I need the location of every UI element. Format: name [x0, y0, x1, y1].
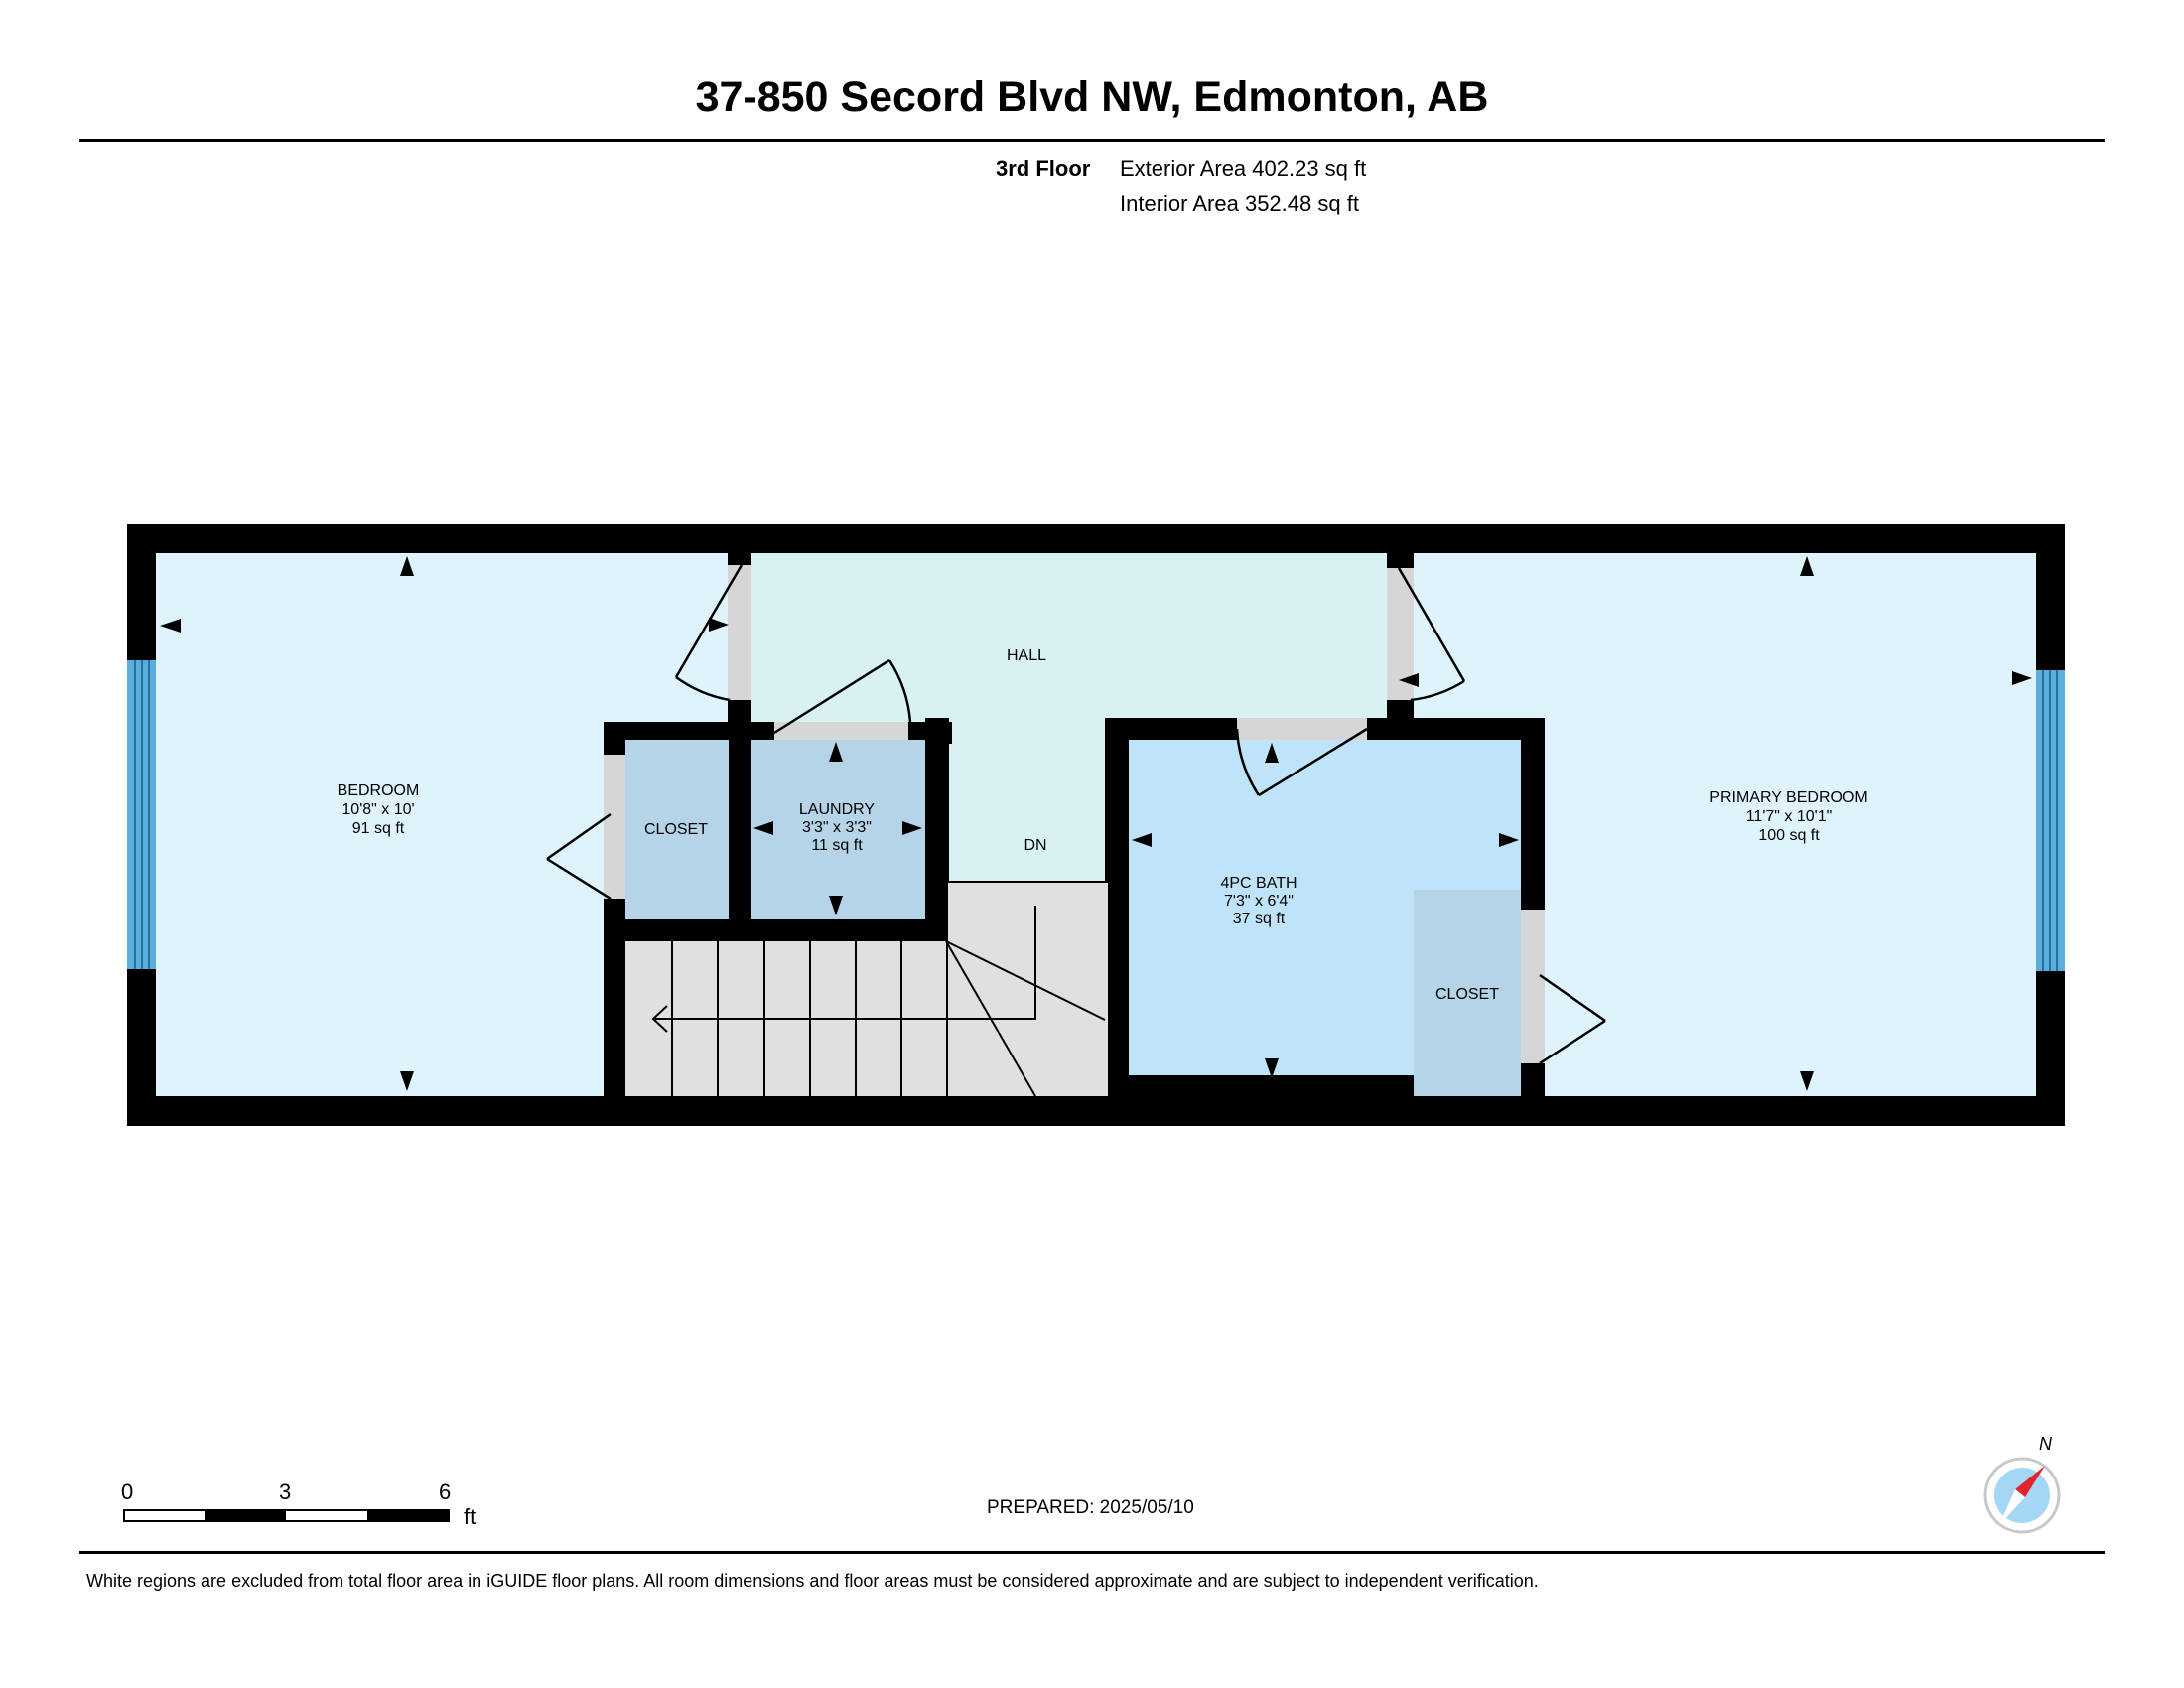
plan-title: 37-850 Secord Blvd NW, Edmonton, AB — [695, 73, 1489, 121]
closet-left-area — [625, 740, 729, 919]
laundry-name: LAUNDRY — [799, 801, 876, 818]
scale-bar — [123, 1509, 450, 1522]
wall-bath-bottom — [1105, 1074, 1393, 1125]
bedroom-area-upper — [607, 553, 735, 723]
bath-area: 37 sq ft — [1233, 911, 1286, 927]
wall-stair-top — [604, 919, 949, 941]
closet-right-name: CLOSET — [1435, 986, 1499, 1003]
primary-bedroom-dims: 11'7" x 10'1" — [1746, 808, 1833, 825]
door-opening-laundry — [774, 722, 908, 740]
wall-bath-right — [1521, 718, 1545, 887]
dimension-arrows — [160, 556, 2032, 1091]
bedroom-name: BEDROOM — [338, 782, 420, 799]
door-opening-closet-left — [604, 755, 625, 899]
wall-bath-left — [1105, 718, 1129, 1125]
door-opening-closet-right — [1521, 910, 1545, 1063]
footer-rule — [79, 1551, 2105, 1554]
stairs-down-label: DN — [1024, 837, 1046, 854]
laundry-dims: 3'3" x 3'3" — [802, 819, 872, 836]
scale-tick-0: 0 — [121, 1479, 134, 1504]
prepared-date: PREPARED: 2025/05/10 — [987, 1497, 1194, 1518]
laundry-area: 11 sq ft — [811, 837, 863, 854]
hall-name: HALL — [1007, 647, 1046, 664]
scale-tick-6: 6 — [439, 1479, 452, 1504]
hall-area-lower — [948, 723, 1108, 882]
door-opening-bath — [1237, 718, 1367, 740]
footer-disclaimer: White regions are excluded from total fl… — [86, 1571, 1539, 1591]
door-opening-bedroom-hall — [728, 565, 751, 700]
stair-arrow-icon — [651, 906, 1036, 1033]
bedroom-area — [156, 553, 607, 1096]
wall-closet-laundry-mid — [728, 722, 750, 923]
primary-bedroom-area: 100 sq ft — [1758, 827, 1820, 844]
laundry-area — [751, 740, 925, 919]
scale-tick-3: 3 — [279, 1479, 292, 1504]
compass-icon — [1983, 1457, 2061, 1534]
compass-north-label: N — [2039, 1434, 2052, 1454]
primary-bedroom-name: PRIMARY BEDROOM — [1709, 789, 1867, 806]
door-swings — [546, 564, 1606, 1065]
bath-name: 4PC BATH — [1220, 875, 1297, 892]
closet-right-area — [1414, 890, 1521, 1096]
primary-bedroom-area-nook — [1551, 723, 1580, 882]
bedroom-dims: 10'8" x 10' — [341, 801, 414, 818]
scale-unit: ft — [464, 1504, 477, 1529]
floor-name: 3rd Floor — [996, 156, 1091, 181]
hall-area — [751, 553, 1387, 723]
bath-dims: 7'3" x 6'4" — [1224, 893, 1294, 910]
stairs-landing-area — [948, 882, 1108, 1096]
closet-left-name: CLOSET — [644, 821, 708, 838]
wall-laundry-right — [925, 718, 949, 940]
header-rule — [79, 139, 2105, 142]
exterior-area: Exterior Area 402.23 sq ft — [1120, 156, 1367, 181]
bedroom-area: 91 sq ft — [352, 820, 405, 837]
interior-area: Interior Area 352.48 sq ft — [1120, 191, 1359, 215]
